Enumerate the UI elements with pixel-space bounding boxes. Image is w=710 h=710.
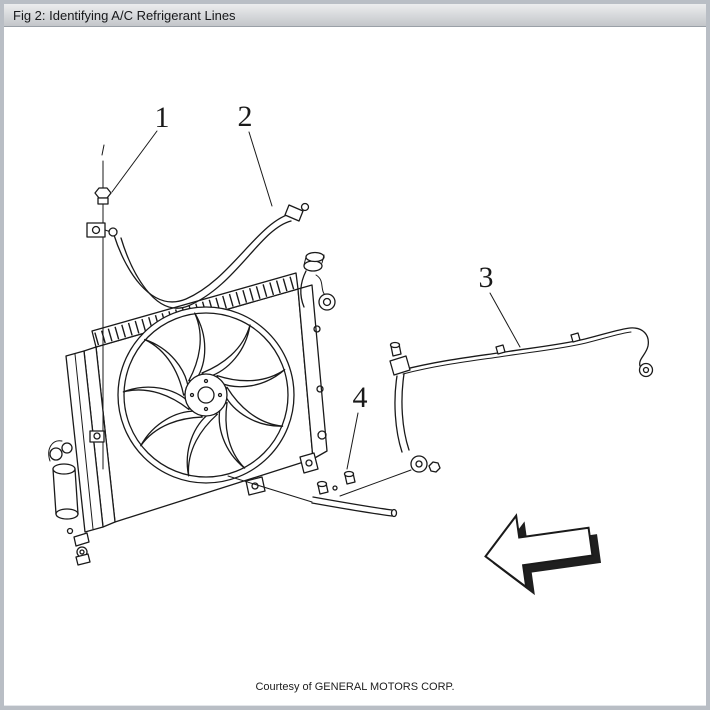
diagram-canvas: 1 2 3 4 Courtesy of GENERAL MOTORS CORP. [4, 27, 706, 705]
callout-2: 2 [238, 100, 273, 207]
figure-title-bar: Fig 2: Identifying A/C Refrigerant Lines [4, 4, 706, 27]
fan-blades [122, 312, 286, 477]
ac-refrigerant-lines-diagram: 1 2 3 4 [48, 100, 654, 596]
courtesy-text: Courtesy of GENERAL MOTORS CORP. [255, 681, 455, 693]
refrigerant-line-4 [227, 470, 398, 518]
callout-4-leader [346, 412, 359, 470]
fan-hub [184, 373, 228, 417]
callout-2-leader [248, 131, 273, 207]
line-4-stud-a [343, 470, 356, 485]
callout-2-label: 2 [238, 100, 253, 133]
callout-1-label: 1 [155, 101, 170, 134]
callout-4: 4 [346, 381, 368, 470]
callout-4-label: 4 [353, 381, 368, 414]
line-4-stud-b [316, 480, 329, 495]
refrigerant-hose-2 [108, 202, 310, 309]
refrigerant-line-3 [339, 327, 654, 497]
callout-3-leader [489, 292, 521, 348]
left-block-arrow-icon [484, 513, 602, 596]
callout-3-label: 3 [479, 261, 494, 294]
figure-title: Fig 2: Identifying A/C Refrigerant Lines [13, 7, 236, 23]
callout-1: 1 [111, 101, 170, 193]
hose-2-connector [284, 202, 310, 222]
callout-1-leader [111, 130, 158, 193]
refrigerant-line-1 [86, 144, 115, 470]
line-3-end-connector [638, 362, 654, 378]
callout-3: 3 [479, 261, 521, 348]
receiver-drier [48, 440, 79, 520]
filler-neck [300, 251, 336, 311]
lower-left-fittings [66, 527, 91, 566]
line-3-block-fitting [389, 341, 411, 376]
line-3-elbow-fitting [410, 455, 441, 473]
line-1-fitting-nut [94, 187, 112, 205]
cooling-fan [117, 306, 295, 484]
